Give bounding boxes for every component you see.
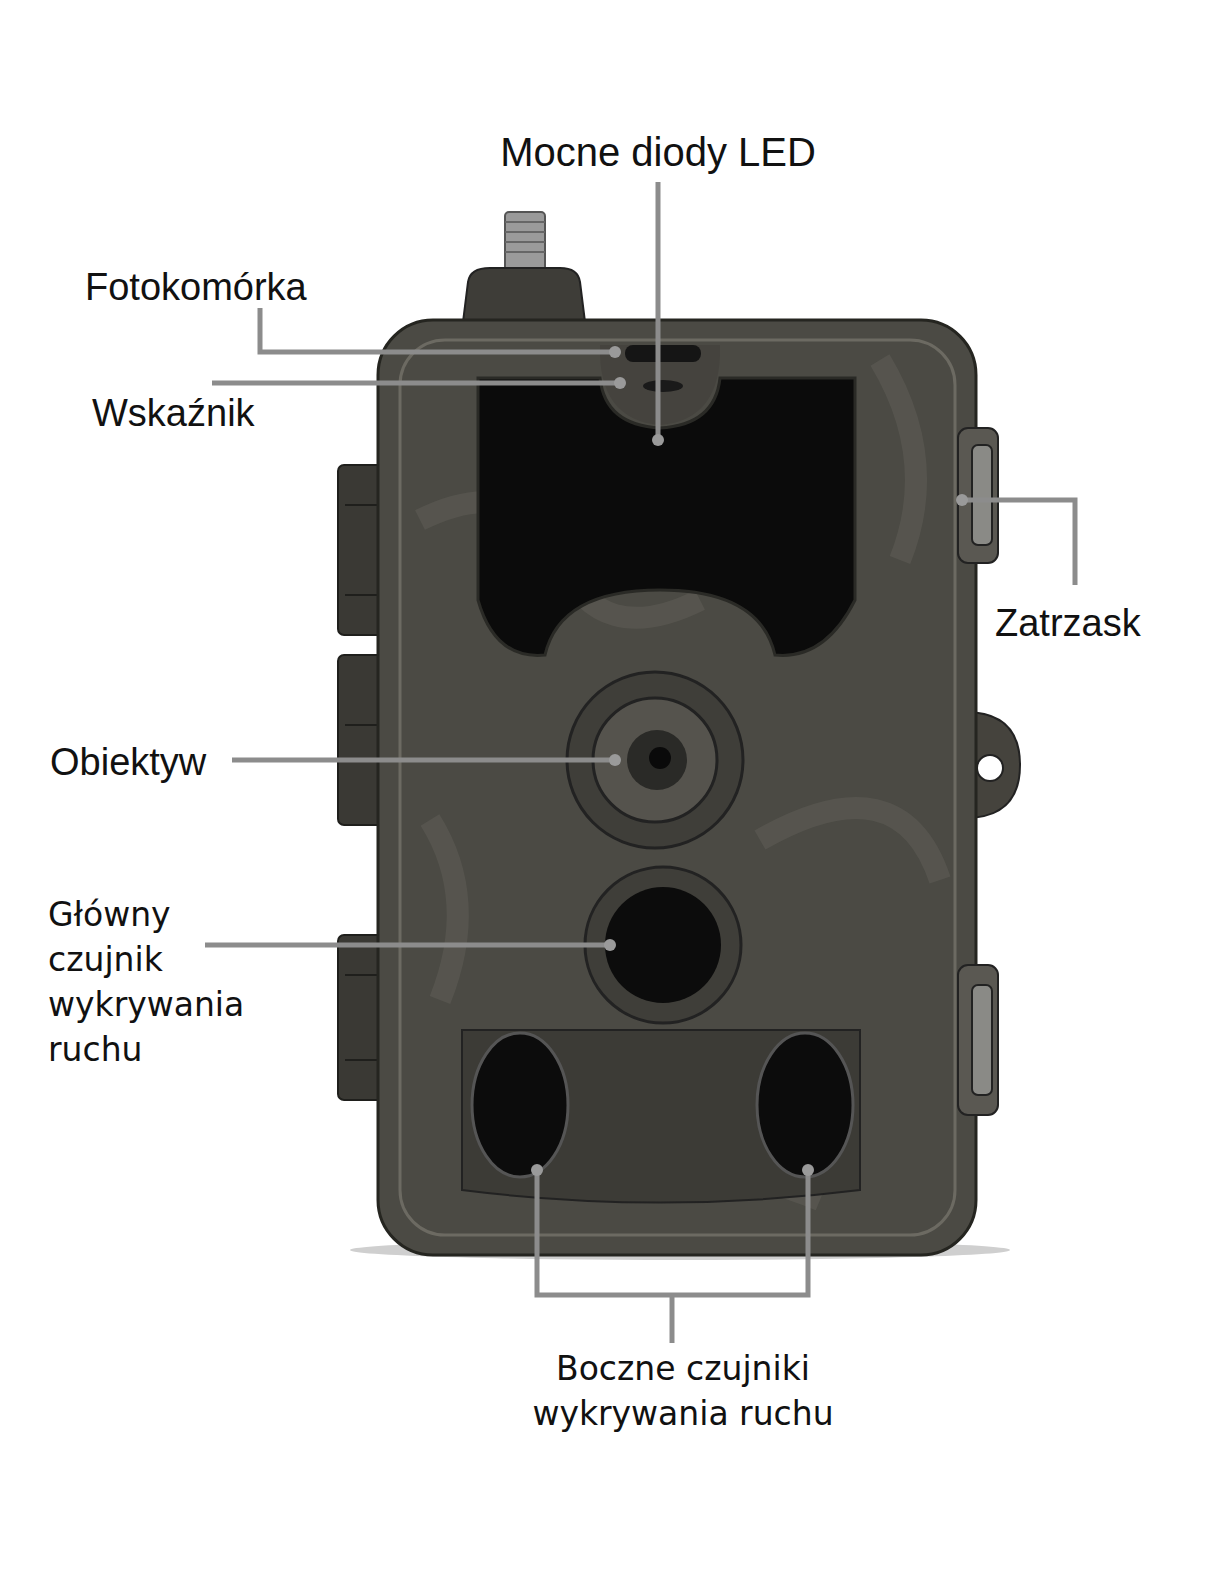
- antenna-connector: [505, 212, 545, 272]
- main-pir: [605, 887, 721, 1003]
- side-pir-left: [472, 1033, 568, 1177]
- label-ground: [38, 890, 270, 1100]
- leader-lines: [205, 182, 1075, 1343]
- lens-body: [593, 698, 717, 822]
- leader-dots: [531, 346, 968, 1176]
- indicator-led: [643, 380, 683, 392]
- side-pir-panel: [462, 1030, 860, 1203]
- side-sensor-label: Boczne czujniki wykrywania ruchu: [483, 1346, 883, 1436]
- latch-label: Zatrzask: [995, 600, 1141, 646]
- side-pir-right: [757, 1033, 853, 1177]
- antenna-thread: [505, 222, 545, 252]
- lens-center: [649, 747, 671, 769]
- camera-housing: [378, 320, 976, 1255]
- photocell: [625, 345, 701, 362]
- main-sensor-label: Główny czujnik wykrywania ruchu: [48, 892, 268, 1072]
- housing-rim: [400, 340, 955, 1235]
- photocell-label: Fotokomórka: [85, 264, 307, 310]
- led-label: Mocne diody LED: [500, 128, 816, 176]
- latches: [958, 428, 998, 1115]
- lens-label: Obiektyw: [50, 739, 206, 785]
- label-ground: [460, 1345, 1012, 1440]
- mount-hole: [977, 755, 1003, 781]
- lens-glass: [627, 730, 687, 790]
- indicator-label: Wskaźnik: [92, 390, 255, 436]
- main-pir-ring: [585, 867, 741, 1023]
